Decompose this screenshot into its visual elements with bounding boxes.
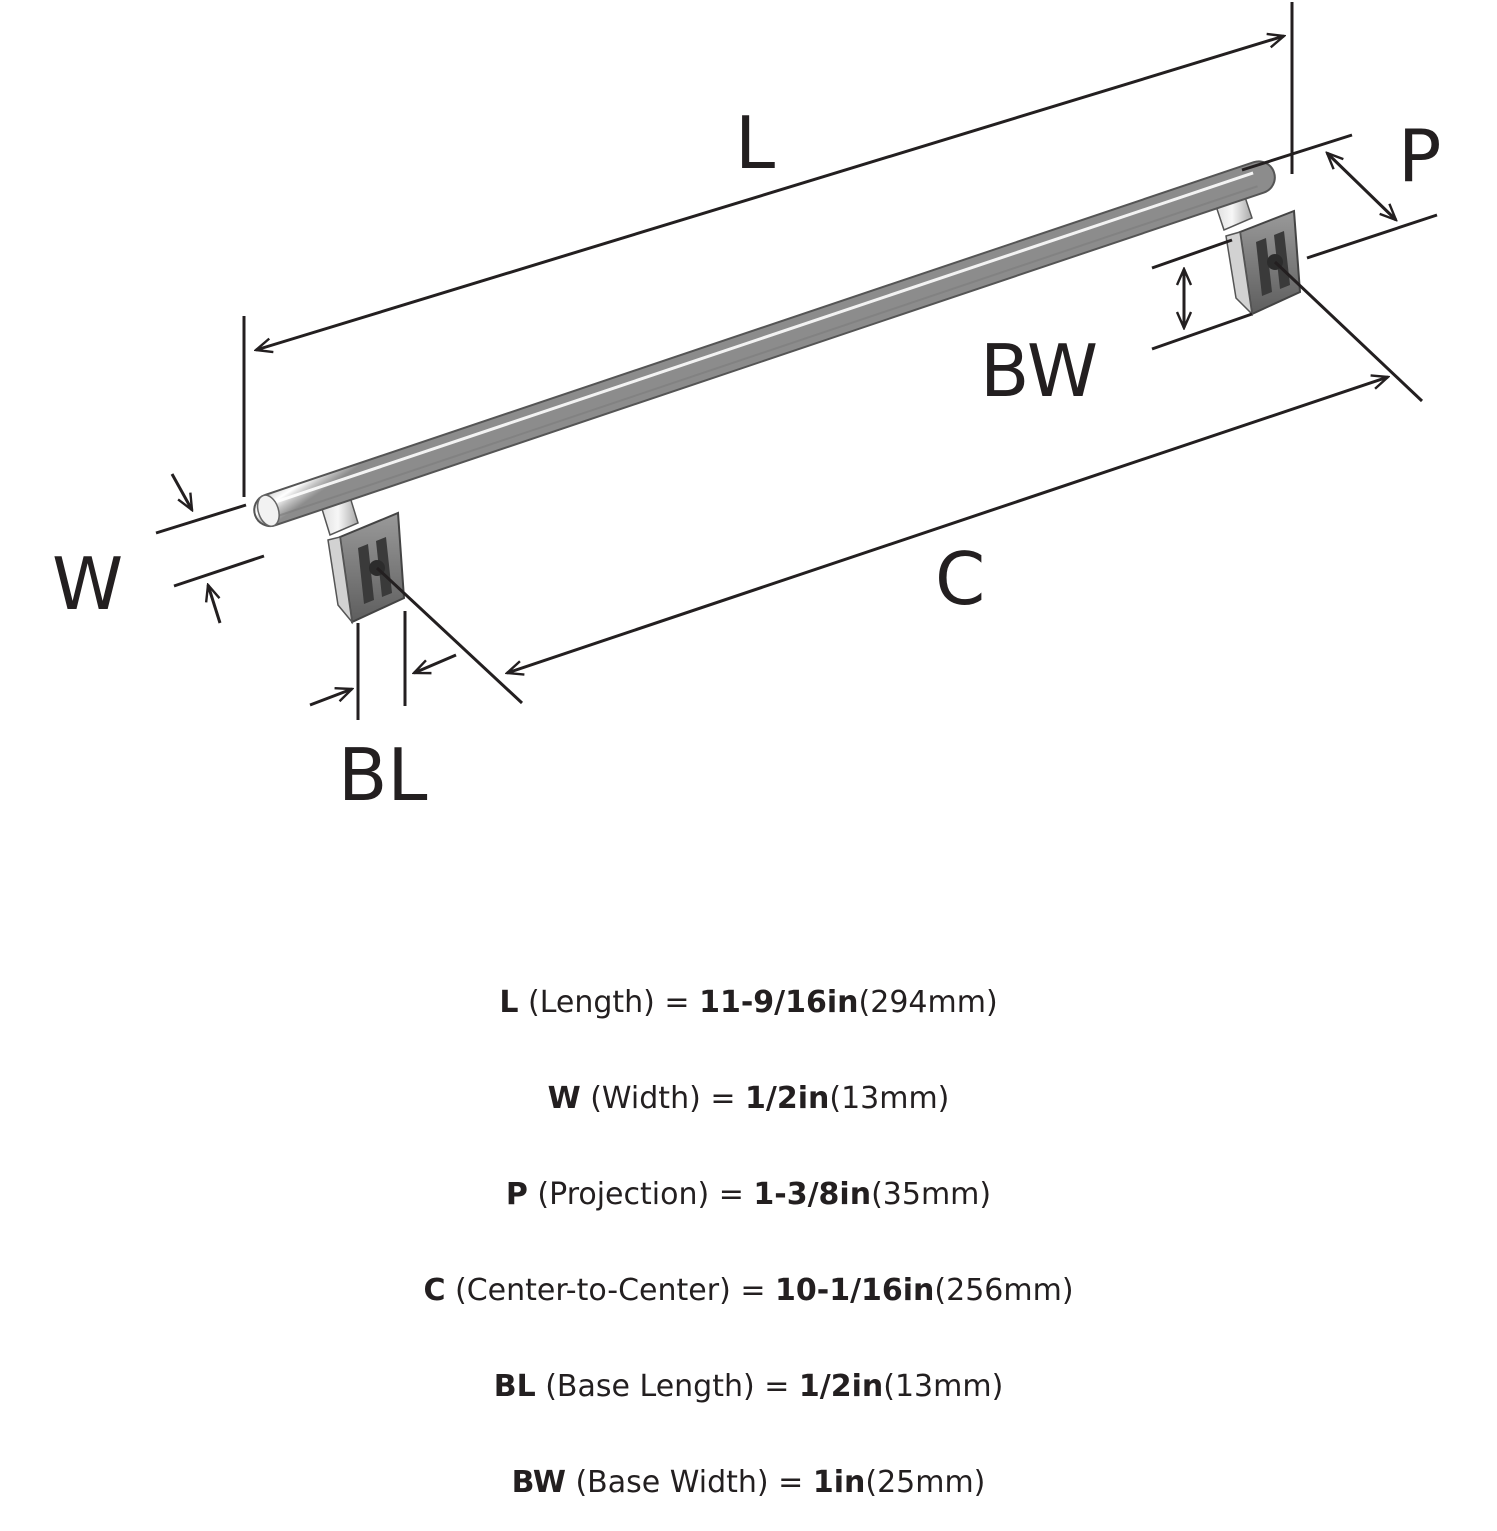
label-projection: P (1398, 114, 1441, 198)
spec-symbol: BL (493, 1369, 536, 1404)
spec-metric-value: (13mm) (829, 1081, 950, 1116)
spec-metric-value: (256mm) (934, 1273, 1074, 1308)
spec-line: L (Length) = 11-9/16in(294mm) (0, 955, 1497, 1051)
spec-imperial-value: 1in (812, 1465, 866, 1500)
left-post (317, 482, 406, 625)
spec-description: (Width) = (580, 1081, 745, 1116)
spec-imperial-value: 1/2in (745, 1081, 830, 1116)
label-base-width: BW (980, 329, 1098, 413)
base-width-extension-top (1151, 238, 1233, 270)
spec-metric-value: (294mm) (858, 985, 998, 1020)
spec-description: (Projection) = (527, 1177, 754, 1212)
handle-dimension-diagram: L P BW W C BL (52, 2, 1441, 817)
base-width-extension-bottom (1151, 312, 1253, 351)
projection-extension-bottom (1306, 213, 1438, 260)
spec-description: (Base Width) = (565, 1465, 813, 1500)
width-extension-top (155, 503, 247, 535)
handle-bar (253, 160, 1276, 528)
spec-description: (Length) = (518, 985, 700, 1020)
spec-line: P (Projection) = 1-3/8in(35mm) (0, 1147, 1497, 1243)
spec-symbol: C (423, 1273, 446, 1308)
base-length-arrow-right (414, 653, 457, 675)
dimension-lines (155, 2, 1438, 720)
width-arrow-bottom (208, 585, 222, 624)
label-base-length: BL (338, 733, 428, 817)
spec-description: (Base Length) = (535, 1369, 799, 1404)
center-extension-left (375, 566, 524, 705)
spec-symbol: P (505, 1177, 528, 1212)
center-extension-right (1273, 260, 1424, 403)
spec-metric-value: (13mm) (883, 1369, 1004, 1404)
spec-metric-value: (35mm) (871, 1177, 992, 1212)
cabinet-pull-handle (253, 160, 1302, 625)
spec-imperial-value: 1-3/8in (753, 1177, 872, 1212)
spec-line: C (Center-to-Center) = 10-1/16in(256mm) (0, 1243, 1497, 1339)
width-extension-bottom (173, 554, 265, 588)
spec-line: BL (Base Length) = 1/2in(13mm) (0, 1339, 1497, 1435)
center-arrow (507, 377, 1388, 673)
label-center-to-center: C (935, 537, 985, 621)
spec-symbol: BW (511, 1465, 566, 1500)
projection-extension-top (1241, 133, 1353, 172)
length-arrow (256, 36, 1284, 350)
spec-line: BW (Base Width) = 1in(25mm) (0, 1435, 1497, 1531)
spec-imperial-value: 10-1/16in (775, 1273, 935, 1308)
spec-symbol: W (547, 1081, 581, 1116)
spec-description: (Center-to-Center) = (445, 1273, 775, 1308)
label-length: L (735, 101, 775, 185)
base-length-arrow-left (309, 689, 352, 707)
dimension-spec-list: L (Length) = 11-9/16in(294mm)W (Width) =… (0, 955, 1497, 1531)
spec-imperial-value: 1/2in (798, 1369, 884, 1404)
spec-symbol: L (499, 985, 519, 1020)
spec-metric-value: (25mm) (865, 1465, 986, 1500)
width-arrow-top (170, 473, 192, 510)
label-width: W (52, 542, 123, 626)
projection-arrow (1327, 153, 1396, 220)
spec-imperial-value: 11-9/16in (699, 985, 859, 1020)
spec-line: W (Width) = 1/2in(13mm) (0, 1051, 1497, 1147)
